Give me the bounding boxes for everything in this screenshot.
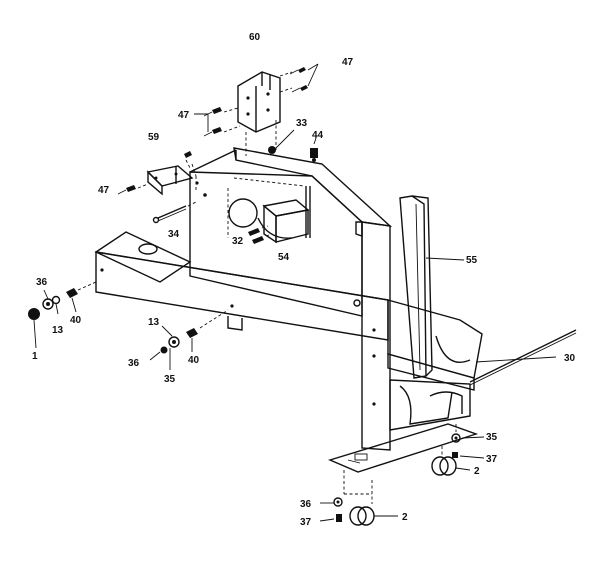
label-30: 30 bbox=[564, 353, 576, 364]
label-35-b: 35 bbox=[486, 432, 498, 443]
label-34: 34 bbox=[168, 229, 180, 240]
label-37-b: 37 bbox=[300, 517, 312, 528]
screw-47-59 bbox=[117, 151, 192, 195]
part-44 bbox=[310, 137, 318, 162]
bracket-60 bbox=[237, 71, 281, 156]
label-44: 44 bbox=[312, 130, 324, 141]
bracket-59 bbox=[146, 163, 197, 196]
left-hardware bbox=[28, 281, 97, 349]
screws-47-top bbox=[279, 63, 319, 93]
label-1: 1 bbox=[32, 351, 38, 362]
label-47-b: 47 bbox=[178, 110, 190, 121]
label-40-b: 40 bbox=[188, 355, 200, 366]
label-37-a: 37 bbox=[486, 454, 498, 465]
label-60: 60 bbox=[249, 32, 261, 43]
label-36-c: 36 bbox=[300, 499, 312, 510]
vertical-post bbox=[355, 221, 391, 451]
lower-foot bbox=[327, 379, 479, 473]
label-2-b: 2 bbox=[402, 512, 408, 523]
label-54: 54 bbox=[278, 252, 290, 263]
part-33 bbox=[268, 129, 295, 154]
label-2-a: 2 bbox=[474, 466, 480, 477]
label-33: 33 bbox=[296, 118, 308, 129]
pin-30 bbox=[469, 329, 577, 386]
base-beam bbox=[94, 231, 389, 341]
bolt-34 bbox=[152, 201, 197, 224]
label-47-a: 47 bbox=[342, 57, 354, 68]
label-13-a: 13 bbox=[52, 325, 64, 336]
screws-47-left bbox=[194, 107, 241, 137]
label-35-a: 35 bbox=[164, 374, 176, 385]
right-casters bbox=[431, 424, 485, 476]
label-13-b: 13 bbox=[148, 317, 160, 328]
label-36-a: 36 bbox=[36, 277, 48, 288]
label-47-c: 47 bbox=[98, 185, 110, 196]
cross-member bbox=[387, 299, 483, 391]
channel-55 bbox=[399, 195, 433, 379]
upright-plate bbox=[189, 147, 393, 317]
label-59: 59 bbox=[148, 132, 160, 143]
block-54 bbox=[257, 186, 311, 244]
label-36-b: 36 bbox=[128, 358, 140, 369]
label-40-a: 40 bbox=[70, 315, 82, 326]
label-55: 55 bbox=[466, 255, 478, 266]
label-32: 32 bbox=[232, 236, 244, 247]
bottom-casters bbox=[319, 470, 398, 526]
part-labels: 60 47 47 47 33 44 59 34 32 54 55 36 13 4… bbox=[32, 32, 576, 528]
middle-hardware bbox=[149, 309, 229, 370]
screws-32 bbox=[248, 225, 273, 244]
leader-lines bbox=[425, 257, 557, 363]
